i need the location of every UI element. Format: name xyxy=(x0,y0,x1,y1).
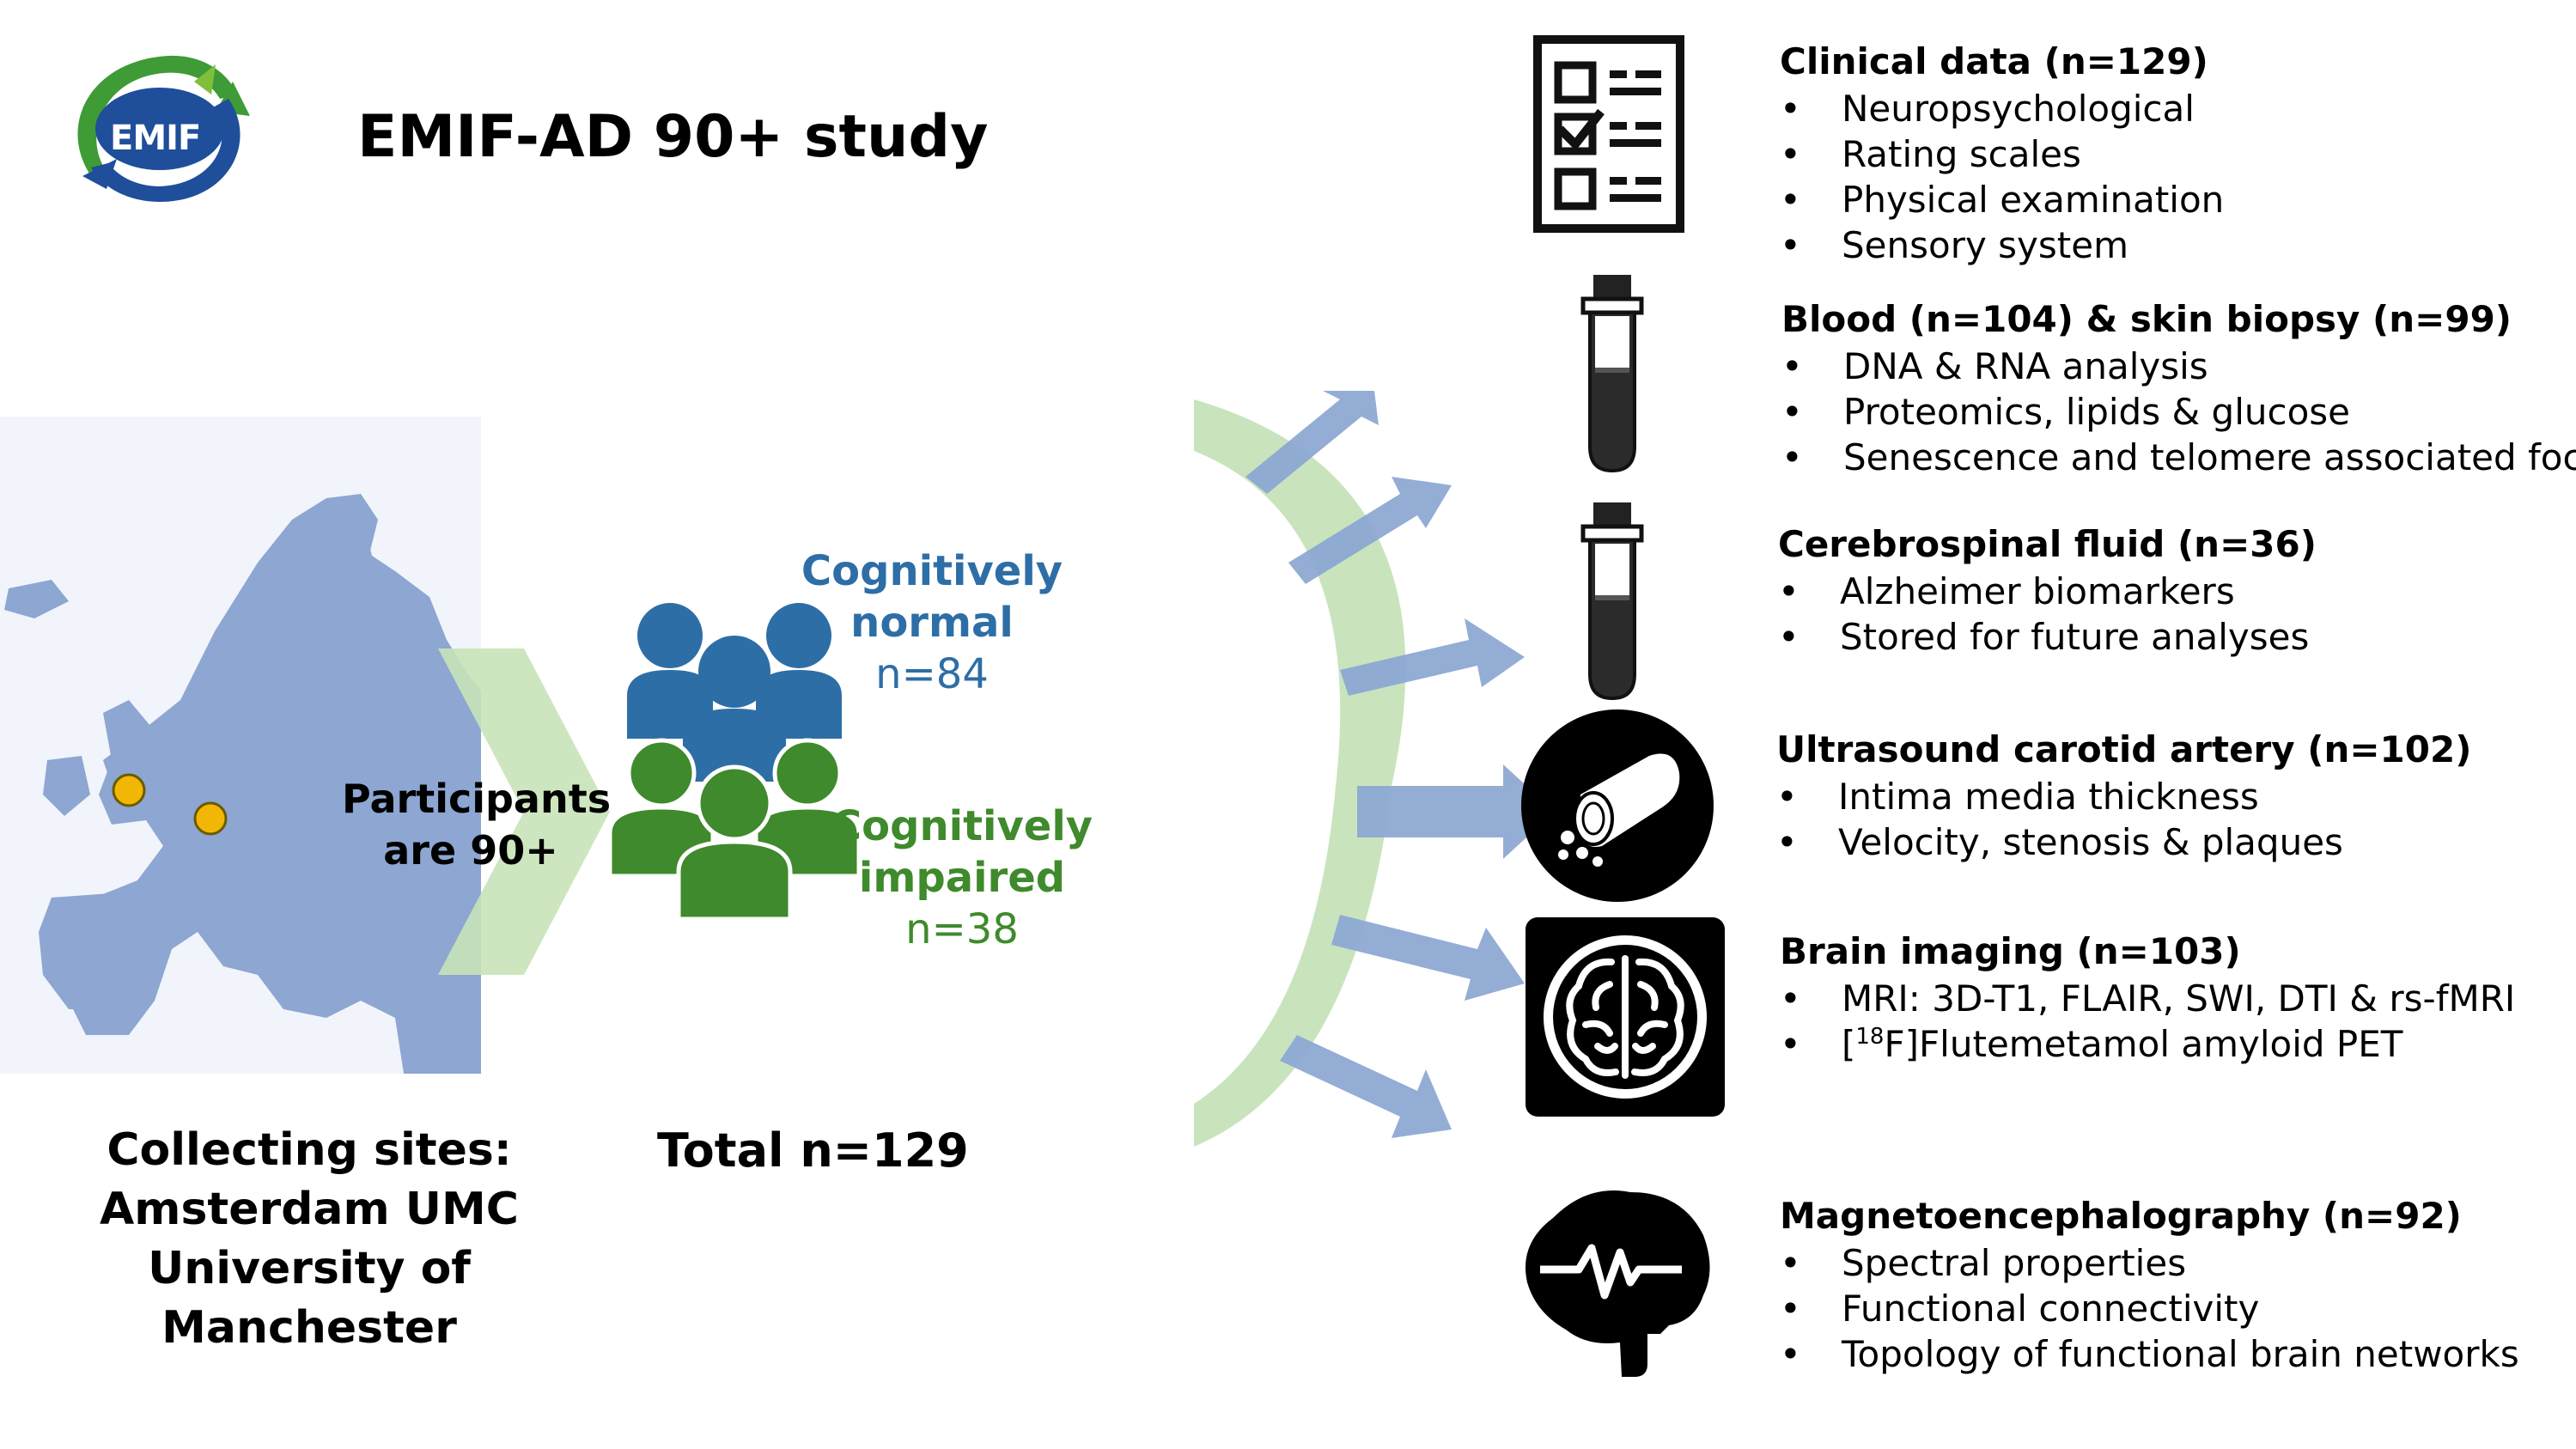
list-item: •DNA & RNA analysis xyxy=(1781,345,2208,387)
blood-tube-icon xyxy=(1580,275,1644,473)
section-ultrasound: Ultrasound carotid artery (n=102) •Intim… xyxy=(1776,726,2471,865)
total-count-label: Total n=129 xyxy=(657,1123,969,1178)
cognitively-impaired-label: Cognitively impaired n=38 xyxy=(825,801,1099,955)
logo-text: EMIF xyxy=(110,119,201,158)
artery-icon xyxy=(1521,709,1714,902)
list-item: •Physical examination xyxy=(1780,179,2225,221)
europe-map xyxy=(0,417,481,1074)
arrow-6 xyxy=(1280,1035,1452,1138)
list-item: •Alzheimer biomarkers xyxy=(1778,570,2235,612)
list-item: •Functional connectivity xyxy=(1780,1288,2260,1330)
section-title: Magnetoencephalography (n=92) xyxy=(1780,1195,2462,1237)
arrow-3 xyxy=(1340,618,1525,696)
list-item: •Proteomics, lipids & glucose xyxy=(1781,391,2351,433)
arc-with-arrows xyxy=(1194,391,1555,1147)
section-blood-skin: Blood (n=104) & skin biopsy (n=99) •DNA … xyxy=(1781,295,2576,480)
csf-tube-icon xyxy=(1580,502,1644,701)
cognitively-normal-label: Cognitively normal n=84 xyxy=(795,545,1069,700)
study-title: EMIF-AD 90+ study xyxy=(357,103,989,171)
list-item: •Spectral properties xyxy=(1780,1242,2187,1284)
section-csf: Cerebrospinal fluid (n=36) •Alzheimer bi… xyxy=(1778,521,2317,660)
green-chevron xyxy=(438,648,610,975)
participants-label: Participants are 90+ xyxy=(342,776,612,874)
brain-scan-icon xyxy=(1526,917,1725,1117)
section-title: Clinical data (n=129) xyxy=(1780,40,2208,82)
people-group-icon xyxy=(610,603,859,922)
section-title: Blood (n=104) & skin biopsy (n=99) xyxy=(1781,298,2512,340)
list-item: •Rating scales xyxy=(1780,133,2081,175)
arrow-1 xyxy=(1245,391,1379,494)
normal-count: n=84 xyxy=(875,650,989,698)
arrow-4 xyxy=(1357,764,1555,859)
collecting-sites-label: Collecting sites: Amsterdam UMC Universi… xyxy=(100,1124,519,1354)
list-item: •Senescence and telomere associated foci xyxy=(1781,436,2576,478)
amsterdam-site-dot xyxy=(193,801,228,836)
manchester-site-dot xyxy=(112,773,146,807)
section-meg: Magnetoencephalography (n=92) •Spectral … xyxy=(1780,1192,2519,1377)
section-title: Ultrasound carotid artery (n=102) xyxy=(1776,728,2472,770)
list-item: •Topology of functional brain networks xyxy=(1780,1333,2519,1375)
list-item: •Stored for future analyses xyxy=(1778,616,2310,658)
list-item: •MRI: 3D-T1, FLAIR, SWI, DTI & rs-fMRI xyxy=(1780,977,2516,1020)
checklist-icon xyxy=(1533,35,1684,233)
section-title: Brain imaging (n=103) xyxy=(1780,930,2241,972)
list-item: •Velocity, stenosis & plaques xyxy=(1776,821,2343,863)
brain-wave-icon xyxy=(1526,1190,1710,1377)
list-item: •[18F]Flutemetamol amyloid PET xyxy=(1780,1023,2403,1065)
list-item: •Intima media thickness xyxy=(1776,776,2259,818)
section-brain-imaging: Brain imaging (n=103) •MRI: 3D-T1, FLAIR… xyxy=(1780,928,2515,1067)
section-clinical-data: Clinical data (n=129) •Neuropsychologica… xyxy=(1780,38,2224,268)
arrow-5 xyxy=(1331,915,1525,1001)
list-item: •Neuropsychological xyxy=(1780,88,2195,130)
section-title: Cerebrospinal fluid (n=36) xyxy=(1778,523,2317,565)
list-item: •Sensory system xyxy=(1780,224,2129,266)
impaired-count: n=38 xyxy=(905,905,1019,953)
emif-logo xyxy=(77,55,250,202)
arrow-2 xyxy=(1288,477,1452,584)
